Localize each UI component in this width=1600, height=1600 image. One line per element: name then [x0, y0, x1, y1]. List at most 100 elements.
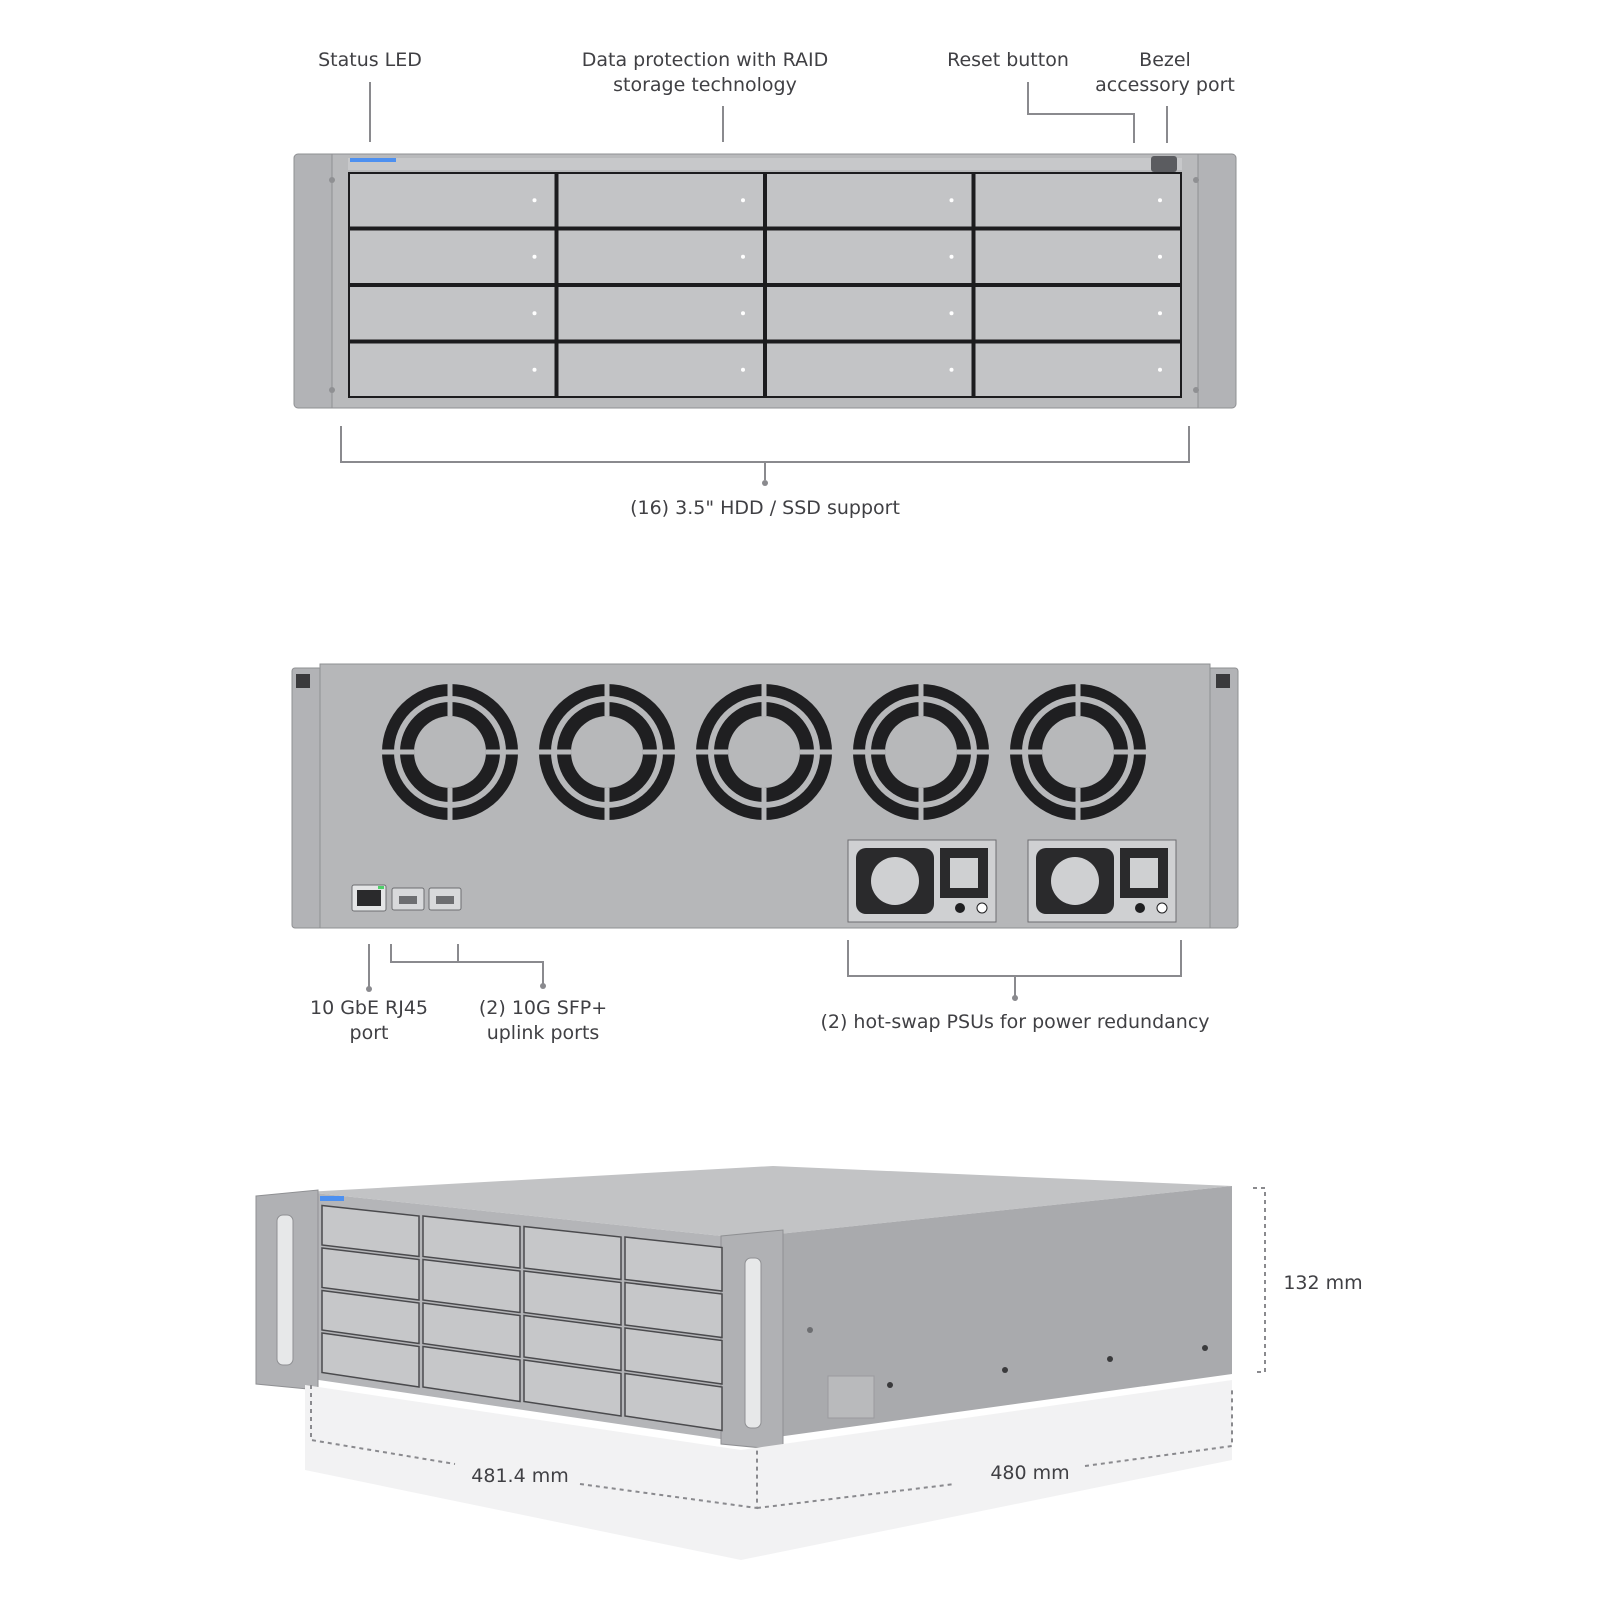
- depth-dimension-label: 480 mm: [990, 1462, 1070, 1484]
- psu-leader-dot: [1012, 995, 1018, 1001]
- reset-leader-vertical-b: [1133, 113, 1135, 143]
- drive-bay-led: [1158, 367, 1162, 372]
- drive-support-label: (16) 3.5" HDD / SSD support: [630, 497, 900, 519]
- psu-latch: [1156, 902, 1168, 914]
- drive-bay-led: [532, 311, 537, 316]
- side-screw: [1002, 1367, 1008, 1373]
- perspective-drive-bay: [321, 1247, 420, 1301]
- drive-bay-led: [532, 367, 537, 372]
- perspective-drive-bay: [321, 1204, 420, 1258]
- rear-chassis-drawing: [291, 663, 1239, 1001]
- drive-bay: [767, 287, 972, 340]
- drive-bay: [975, 287, 1180, 340]
- psu-led: [1135, 903, 1145, 913]
- sfp-label-line2: uplink ports: [486, 1022, 600, 1044]
- floor-reflection: [305, 1380, 1232, 1560]
- sfp-port-2-slot: [436, 896, 454, 904]
- perspective-status-led: [320, 1196, 344, 1201]
- bezel-leader: [1166, 106, 1168, 143]
- perspective-drive-bay: [321, 1289, 420, 1345]
- perspective-drive-bay: [624, 1236, 723, 1292]
- perspective-drive-bay: [422, 1258, 521, 1314]
- side-screw: [887, 1382, 893, 1388]
- rear-right-ear-tab: [1216, 674, 1230, 688]
- drive-bay-led: [1158, 254, 1162, 259]
- height-dimension-label: 132 mm: [1283, 1272, 1363, 1294]
- perspective-drive-bay: [523, 1270, 622, 1326]
- perspective-drive-bay: [523, 1359, 622, 1417]
- perspective-drive-bay: [523, 1225, 622, 1281]
- perspective-drive-bay: [422, 1302, 521, 1358]
- psu-fan-center: [871, 857, 919, 905]
- rj45-label-line2: port: [349, 1022, 389, 1044]
- psu-fan-center: [1051, 857, 1099, 905]
- drive-bay-led: [1158, 198, 1162, 203]
- drive-bay: [767, 174, 972, 227]
- fan-hub: [571, 716, 643, 788]
- raid-label-line2: storage technology: [613, 74, 797, 96]
- side-screw: [1107, 1356, 1113, 1362]
- perspective-drive-bay: [624, 1372, 723, 1432]
- fan-hub: [885, 716, 957, 788]
- left-ear-handle: [276, 1214, 294, 1366]
- drive-bay-led: [949, 311, 954, 316]
- sfp-label-line1: (2) 10G SFP+: [478, 997, 608, 1019]
- psu-led: [955, 903, 965, 913]
- drive-bay: [558, 287, 763, 340]
- front-chassis-drawing: [293, 153, 1237, 486]
- rear-fan-row: [382, 684, 1146, 820]
- drive-bay: [767, 230, 972, 283]
- rj45-link-led: [378, 886, 384, 889]
- drive-bay-led: [1158, 311, 1162, 316]
- status-led-leader: [369, 82, 371, 142]
- reset-button-label: Reset button: [947, 49, 1069, 71]
- drive-bay: [975, 230, 1180, 283]
- bezel-port-label-line2: accessory port: [1095, 74, 1235, 96]
- drive-bay-led: [741, 254, 745, 259]
- raid-label: Data protection with RAID storage techno…: [570, 48, 840, 98]
- front-bay-grid: [350, 174, 1180, 396]
- drive-bay-led: [949, 198, 954, 203]
- drive-bay-led: [532, 254, 537, 259]
- psu-inlet-socket: [950, 858, 978, 888]
- perspective-drive-bay: [523, 1314, 622, 1372]
- rj45-label: 10 GbE RJ45 port: [289, 996, 449, 1046]
- right-ear-handle: [744, 1257, 762, 1429]
- drive-support-bracket: [340, 426, 1190, 480]
- drive-bay-led: [741, 367, 745, 372]
- side-screw: [1202, 1345, 1208, 1351]
- psu-inlet-socket: [1130, 858, 1158, 888]
- drive-bay: [975, 174, 1180, 227]
- rj45-label-line1: 10 GbE RJ45: [309, 997, 429, 1019]
- bezel-port-label: Bezel accessory port: [1085, 48, 1245, 98]
- drive-bay: [350, 343, 555, 396]
- fan-hub: [1042, 716, 1114, 788]
- drive-bay: [558, 230, 763, 283]
- rj45-leader-dot: [366, 986, 372, 992]
- rear-psu-row: [847, 839, 1177, 923]
- sfp-leader: [390, 944, 544, 984]
- ear-screw: [329, 177, 335, 183]
- raid-leader: [722, 106, 724, 142]
- status-led-bar: [350, 158, 396, 162]
- drive-bay-led: [741, 198, 745, 203]
- drive-bay: [350, 174, 555, 227]
- sfp-leader-dot: [540, 983, 546, 989]
- reset-button-icon: [1151, 156, 1177, 172]
- drive-bay: [350, 287, 555, 340]
- rear-left-ear-tab: [296, 674, 310, 688]
- perspective-bay-grid: [321, 1204, 723, 1432]
- drive-bay: [350, 230, 555, 283]
- reset-leader-vertical-a: [1027, 82, 1029, 114]
- drive-bracket-dot: [762, 480, 768, 486]
- ear-screw: [329, 387, 335, 393]
- ear-screw: [1193, 387, 1199, 393]
- ear-screw: [1193, 177, 1199, 183]
- perspective-drive-bay: [624, 1327, 723, 1385]
- bezel-port-label-line1: Bezel: [1139, 49, 1191, 71]
- front-top-strip: [348, 158, 1182, 170]
- psu-latch: [976, 902, 988, 914]
- rj45-port-socket: [357, 890, 381, 906]
- drive-bay-led: [949, 254, 954, 259]
- height-dimension-line: [1253, 1187, 1266, 1373]
